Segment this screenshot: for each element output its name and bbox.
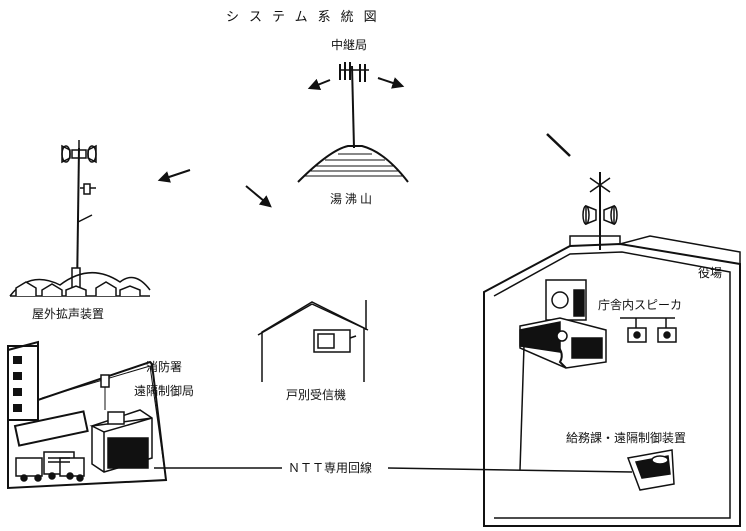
radio-arrows — [157, 77, 571, 208]
mountain-shape — [297, 145, 409, 183]
relay-tower — [339, 62, 369, 149]
remote-control-panel — [626, 449, 675, 491]
office-speaker-label: 庁舎内スピーカ — [598, 298, 683, 312]
fire-trucks — [15, 451, 85, 482]
hills-houses — [9, 271, 151, 297]
household-building — [257, 300, 369, 382]
control-console — [519, 279, 607, 369]
office-speakers — [620, 317, 677, 343]
town-office-label: 役場 — [698, 266, 723, 280]
relay-station-label: 中継局 — [331, 38, 368, 52]
ntt-line-label: ＮＴＴ専用回線 — [288, 461, 373, 475]
remote-control-device-label: 給務課・遠隔制御装置 — [566, 431, 687, 445]
remote-control-station-label: 遠隔制御局 — [134, 384, 195, 398]
mountain-label: 湯沸山 — [330, 192, 376, 206]
diagram-title: システム系統図 — [226, 10, 387, 25]
outdoor-speaker-label: 屋外拡声装置 — [32, 307, 105, 321]
outdoor-speaker-pole — [61, 140, 97, 291]
office-antenna — [582, 172, 618, 250]
remote-control-cabinet — [89, 374, 153, 473]
ntt-line — [154, 345, 633, 473]
fire-station-label: 消防署 — [146, 360, 183, 374]
household-receiver-label: 戸別受信機 — [286, 388, 347, 402]
town-office-building — [483, 235, 741, 527]
fire-tower-text-blocks — [13, 356, 22, 412]
